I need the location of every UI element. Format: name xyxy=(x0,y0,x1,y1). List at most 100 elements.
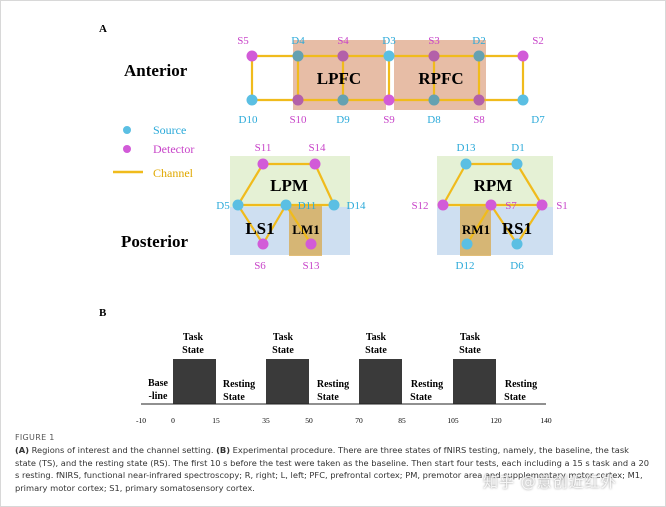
right-posterior-channels xyxy=(442,162,543,245)
tick-label: 105 xyxy=(447,416,459,425)
task-block-1 xyxy=(173,359,216,404)
caption-b-tag: (B) xyxy=(216,445,231,455)
task-label-3b: State xyxy=(365,345,387,356)
optode-s13 xyxy=(305,238,317,250)
baseline-label-2: -line xyxy=(149,391,168,402)
tick-label: -10 xyxy=(136,416,146,425)
left-posterior-channels xyxy=(237,162,335,245)
legend-detector-label: Detector xyxy=(153,142,194,156)
left-posterior-optodes xyxy=(232,158,340,250)
legend-detector-marker xyxy=(123,145,131,153)
rest-label-4a: Resting xyxy=(505,379,537,390)
task-label-2a: Task xyxy=(273,332,294,343)
label-s3: S3 xyxy=(428,35,440,47)
optode-d10 xyxy=(246,94,258,106)
label-s2: S2 xyxy=(532,35,544,47)
optode-s11 xyxy=(257,158,269,170)
label-d8: D8 xyxy=(427,114,441,126)
optode-s2 xyxy=(517,50,529,62)
anterior-label: Anterior xyxy=(124,61,188,80)
optode-s6 xyxy=(257,238,269,250)
tick-label: 35 xyxy=(262,416,270,425)
label-d6: D6 xyxy=(510,260,524,272)
lpm-label: LPM xyxy=(270,176,308,195)
right-posterior-labels: D13 D1 S12 S7 S1 D12 D6 xyxy=(411,142,567,272)
ls1-label: LS1 xyxy=(245,219,274,238)
rm1-label: RM1 xyxy=(462,222,490,237)
label-s9: S9 xyxy=(383,114,395,126)
label-s7: S7 xyxy=(505,200,517,212)
task-label-1b: State xyxy=(182,345,204,356)
caption-a-text: Regions of interest and the channel sett… xyxy=(29,445,217,455)
label-d7: D7 xyxy=(531,114,545,126)
label-d1: D1 xyxy=(511,142,524,154)
label-d2: D2 xyxy=(472,35,485,47)
optode-s5 xyxy=(246,50,258,62)
legend-source-marker xyxy=(123,126,131,134)
optode-d9 xyxy=(337,94,349,106)
optode-d1 xyxy=(511,158,523,170)
anterior-top-labels: S5 D4 S4 D3 S3 D2 S2 xyxy=(237,35,544,47)
tick-label: 70 xyxy=(355,416,363,425)
label-s5: S5 xyxy=(237,35,249,47)
optode-d13 xyxy=(460,158,472,170)
optode-d4 xyxy=(292,50,304,62)
rest-label-1a: Resting xyxy=(223,379,255,390)
panel-a-label: A xyxy=(99,23,107,35)
optode-d12 xyxy=(461,238,473,250)
task-block-3 xyxy=(359,359,402,404)
optode-s10 xyxy=(292,94,304,106)
task-label-4a: Task xyxy=(460,332,481,343)
figure-caption: FIGURE 1 (A) Regions of interest and the… xyxy=(15,433,651,494)
legend-channel-label: Channel xyxy=(153,166,194,180)
optode-s3 xyxy=(428,50,440,62)
rest-label-3b: State xyxy=(410,392,432,403)
label-d14: D14 xyxy=(347,200,366,212)
task-label-2b: State xyxy=(272,345,294,356)
caption-a-tag: (A) xyxy=(15,445,30,455)
rpfc-label: RPFC xyxy=(418,69,463,88)
label-s4: S4 xyxy=(337,35,349,47)
rest-label-3a: Resting xyxy=(411,379,443,390)
left-posterior-labels: S11 S14 D5 D11 D14 S6 S13 xyxy=(216,142,366,272)
optode-d2 xyxy=(473,50,485,62)
optode-s9 xyxy=(383,94,395,106)
label-s8: S8 xyxy=(473,114,485,126)
posterior-label: Posterior xyxy=(121,232,188,251)
rs1-region xyxy=(437,207,553,255)
optode-d8 xyxy=(428,94,440,106)
optode-s14 xyxy=(309,158,321,170)
tick-label: 50 xyxy=(305,416,313,425)
label-s11: S11 xyxy=(255,142,272,154)
tick-label: 120 xyxy=(490,416,502,425)
label-s6: S6 xyxy=(254,260,266,272)
label-d5: D5 xyxy=(216,200,230,212)
label-d13: D13 xyxy=(457,142,476,154)
label-s10: S10 xyxy=(289,114,307,126)
optode-s4 xyxy=(337,50,349,62)
optode-d14 xyxy=(328,199,340,211)
label-d11: D11 xyxy=(298,200,317,212)
rpm-label: RPM xyxy=(474,176,513,195)
rest-label-4b: State xyxy=(504,392,526,403)
label-d10: D10 xyxy=(239,114,258,126)
task-blocks xyxy=(173,359,496,404)
task-block-4 xyxy=(453,359,496,404)
baseline-label-1: Base xyxy=(148,378,169,389)
lm1-label: LM1 xyxy=(292,222,319,237)
label-d4: D4 xyxy=(291,35,305,47)
tick-labels: -10 0 15 35 50 70 85 105 120 140 xyxy=(136,416,552,425)
panel-b-label: B xyxy=(99,307,107,319)
rs1-label: RS1 xyxy=(502,219,532,238)
label-d9: D9 xyxy=(336,114,350,126)
rest-label-2b: State xyxy=(317,392,339,403)
task-label-4b: State xyxy=(459,345,481,356)
anterior-optodes xyxy=(246,50,529,106)
tick-label: 0 xyxy=(171,416,175,425)
block-labels: Base -line Task State Resting State Task… xyxy=(148,332,537,403)
task-label-3a: Task xyxy=(366,332,387,343)
tick-label: 15 xyxy=(212,416,220,425)
figure-canvas: A Anterior Posterior LPFC RPFC xyxy=(99,23,568,425)
legend-source-label: Source xyxy=(153,123,186,137)
